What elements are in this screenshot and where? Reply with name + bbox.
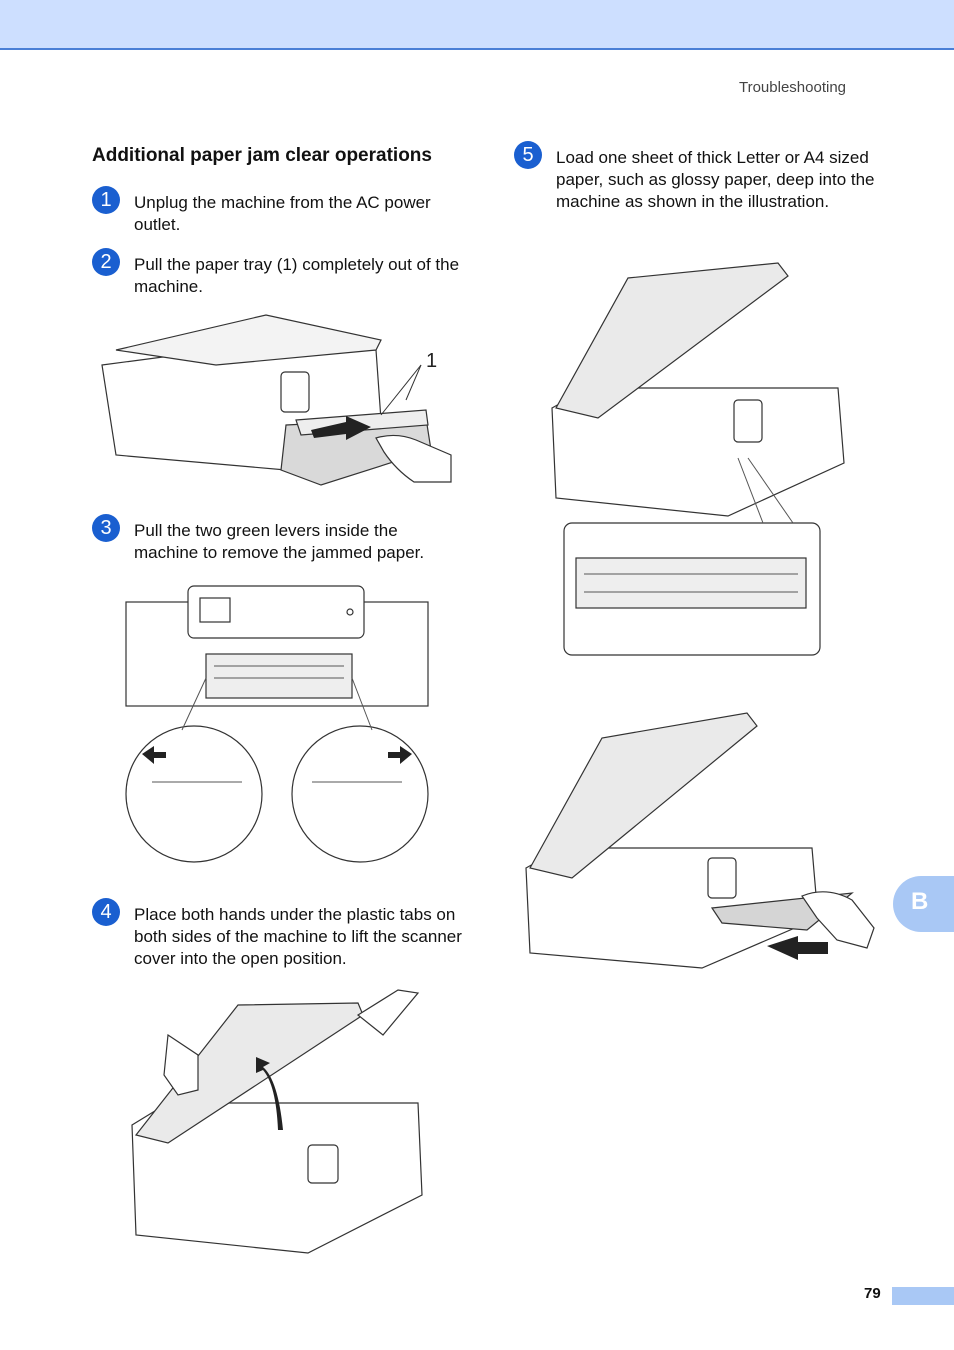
- figure-lift-scanner-cover: [128, 985, 428, 1257]
- step-number-badge: 2: [92, 248, 120, 276]
- step-text: Pull the paper tray (1) completely out o…: [134, 255, 460, 296]
- step-text: Pull the two green levers inside the mac…: [134, 521, 425, 562]
- figure-insert-thick-paper: [522, 708, 877, 973]
- step-4: 4 Place both hands under the plastic tab…: [92, 898, 464, 970]
- step-2: 2 Pull the paper tray (1) completely out…: [92, 248, 464, 298]
- header-band: [0, 0, 954, 50]
- step-number-badge: 4: [92, 898, 120, 926]
- side-tab-label: B: [911, 888, 929, 915]
- figure-open-machine-detail: [548, 258, 848, 658]
- step-text: Load one sheet of thick Letter or A4 siz…: [556, 148, 875, 211]
- step-3: 3 Pull the two green levers inside the m…: [92, 514, 464, 564]
- tray-callout-number: 1: [426, 350, 437, 372]
- appendix-side-tab: B: [893, 876, 954, 932]
- step-number-badge: 5: [514, 141, 542, 169]
- figure-remove-paper-tray: 1: [96, 310, 458, 495]
- page-number-bar: [892, 1287, 954, 1305]
- step-text: Place both hands under the plastic tabs …: [134, 905, 462, 968]
- step-text: Unplug the machine from the AC power out…: [134, 193, 431, 234]
- figure-green-levers: [122, 582, 434, 867]
- step-number-badge: 3: [92, 514, 120, 542]
- step-number-badge: 1: [92, 186, 120, 214]
- section-title: Additional paper jam clear operations: [92, 145, 432, 166]
- step-5: 5 Load one sheet of thick Letter or A4 s…: [514, 141, 894, 213]
- step-1: 1 Unplug the machine from the AC power o…: [92, 186, 464, 236]
- page-number: 79: [864, 1285, 881, 1302]
- running-head: Troubleshooting: [738, 79, 846, 96]
